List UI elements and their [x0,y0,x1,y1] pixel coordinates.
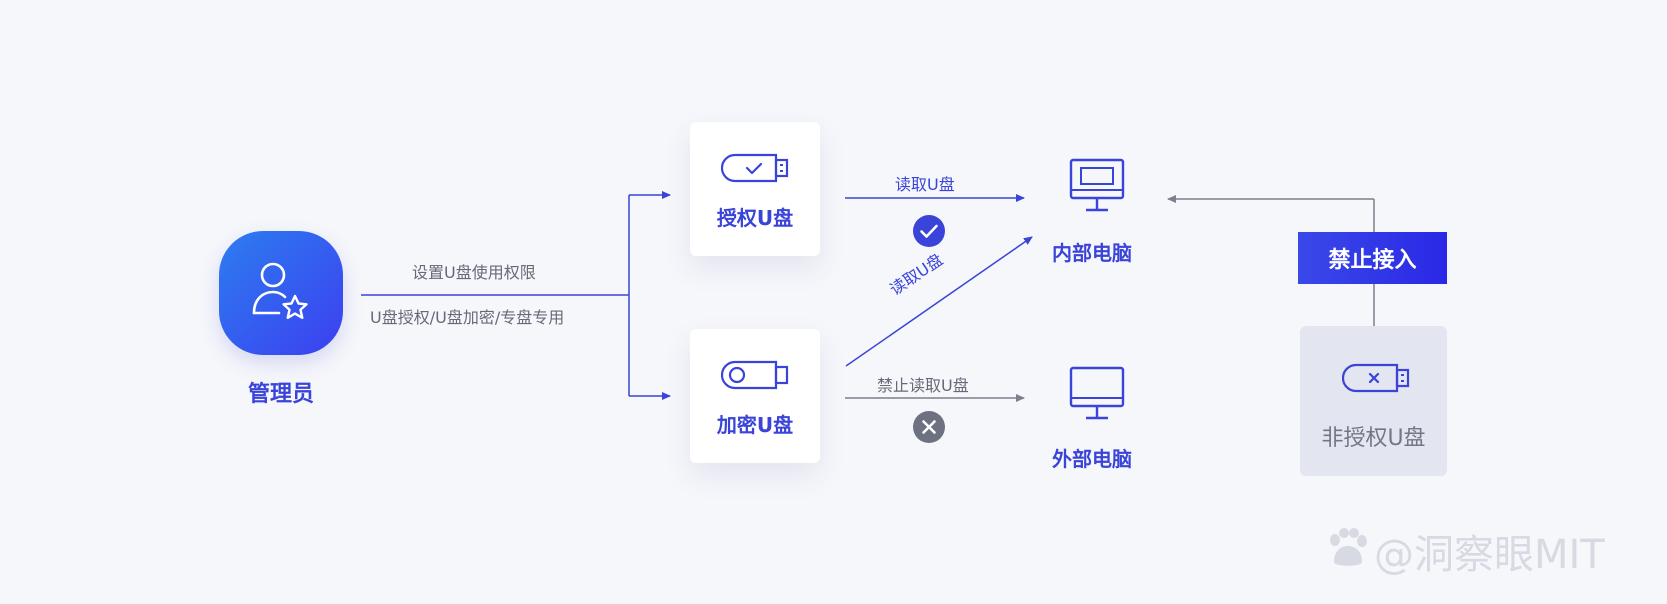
arrow-encrypted-to-internal [845,236,1033,367]
edge-label-auth-read: 读取U盘 [895,175,955,194]
authorized-usb-label: 授权U盘 [716,206,794,230]
external-pc-label: 外部电脑 [1052,447,1132,471]
admin-avatar [219,231,343,355]
user-star-icon [252,262,308,319]
edge-label-external-denied: 禁止读取U盘 [877,376,969,395]
authorized-usb-card: 授权U盘 [690,122,820,256]
du-paw-logo [1326,528,1370,568]
policy-label-top: 设置U盘使用权限 [412,263,536,282]
admin-label: 管理员 [247,382,314,407]
usb-x-icon [1342,363,1410,393]
policy-label-bottom: U盘授权/U盘加密/专盘专用 [370,308,565,327]
watermark-text: @洞察眼MIT [1374,532,1605,578]
usb-check-icon [721,153,789,183]
usb-lock-icon [721,360,789,390]
block-access-badge: 禁止接入 [1298,232,1447,284]
unauthorized-usb-card: 非授权U盘 [1300,326,1447,476]
encrypted-usb-label: 加密U盘 [716,413,794,437]
internal-pc-monitor-icon [1068,157,1126,219]
unauthorized-usb-label: 非授权U盘 [1321,426,1426,451]
check-circle-icon [913,215,945,251]
encrypted-usb-card: 加密U盘 [690,329,820,463]
x-circle-icon [913,411,945,447]
internal-pc-label: 内部电脑 [1052,241,1132,265]
external-pc-monitor-icon [1068,365,1126,427]
